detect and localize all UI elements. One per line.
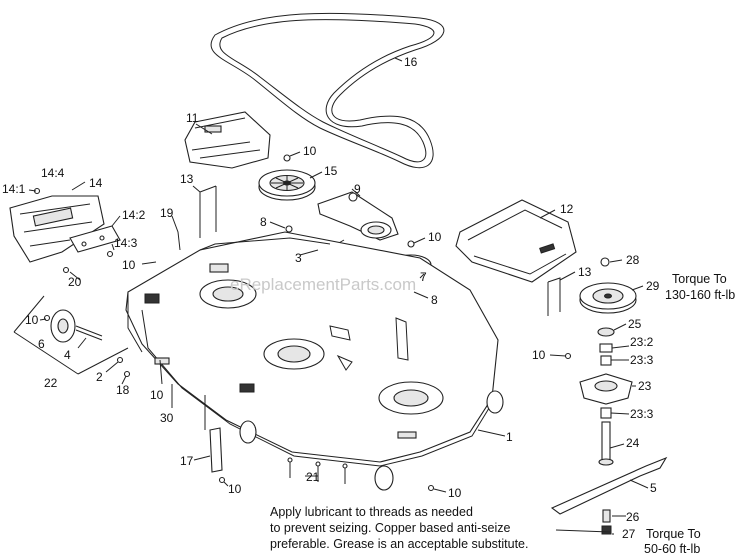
callout-14-3: 14:3 [114, 236, 138, 250]
leader-lines [28, 57, 649, 535]
callout-8: 8 [431, 293, 438, 307]
callout-10: 10 [303, 144, 317, 158]
deflector-part-14 [9, 195, 105, 263]
callout-10: 10 [428, 230, 442, 244]
nut-part-10g [218, 476, 226, 484]
callout-4: 4 [64, 348, 71, 362]
callout-16: 16 [404, 55, 418, 69]
callout-19: 19 [160, 206, 174, 220]
note-line3: preferable. Grease is an acceptable subs… [270, 537, 528, 551]
callout-29: 29 [646, 279, 660, 293]
callout-9: 9 [354, 182, 361, 196]
bracket-part-14-2 [69, 225, 121, 253]
washer-part-2 [116, 356, 124, 364]
callout-11: 11 [186, 111, 199, 125]
callout-10: 10 [448, 486, 462, 500]
callout-18: 18 [116, 383, 130, 397]
callout-14-2: 14:2 [122, 208, 146, 222]
callout-10: 10 [122, 258, 136, 272]
pin-part-14-3 [106, 250, 114, 258]
rod-part-13b [547, 277, 561, 316]
callout-17: 17 [180, 454, 194, 468]
callout-23-2: 23:2 [630, 335, 654, 349]
torque-top-line2: 130-160 ft-lb [665, 288, 735, 302]
callout-30: 30 [160, 411, 174, 425]
bearing-part-23-3a [600, 355, 612, 366]
note-line2: to prevent seizing. Copper based anti-se… [270, 521, 510, 535]
nut-part-10d [43, 314, 51, 322]
spindle-shaft-part-24 [598, 421, 614, 466]
bolts-part-21 [287, 457, 348, 484]
washer-part-25 [597, 327, 615, 337]
callout-7: 7 [420, 270, 427, 284]
callout-5: 5 [650, 481, 657, 495]
belt-part-16 [210, 12, 445, 169]
axle-part-4 [75, 325, 103, 341]
belt-cover-part-11 [184, 111, 271, 169]
bolt-part-18 [123, 370, 131, 378]
bracket-line-22 [13, 295, 129, 375]
callout-13: 13 [578, 265, 592, 279]
callout-27: 27 [622, 527, 636, 541]
nut-part-28 [600, 257, 610, 267]
callout-1: 1 [506, 430, 513, 444]
callout-13: 13 [180, 172, 194, 186]
lubricant-note: Apply lubricant to threads as needed to … [270, 505, 528, 551]
bushing-part-23-2 [599, 343, 613, 353]
callout-28: 28 [626, 253, 640, 267]
bolt-part-10b [407, 240, 415, 248]
callout-14: 14 [89, 176, 103, 190]
rod-part-13a [199, 185, 217, 238]
torque-bottom-line1: Torque To [646, 527, 701, 541]
nut-part-8a [285, 225, 293, 233]
callout-10: 10 [532, 348, 546, 362]
callout-21: 21 [306, 470, 320, 484]
wheel-part-6 [50, 309, 76, 343]
bearing-part-23-3b [600, 407, 612, 419]
callout-2: 2 [96, 370, 103, 384]
torque-spec-bottom: Torque To 50-60 ft-lb [644, 527, 701, 556]
callout-3: 3 [295, 251, 302, 265]
callout-8: 8 [260, 215, 267, 229]
callout-25: 25 [628, 317, 642, 331]
callout-26: 26 [626, 510, 640, 524]
nut-part-10h [427, 484, 435, 492]
callout-10: 10 [25, 313, 39, 327]
torque-bottom-line2: 50-60 ft-lb [644, 542, 700, 556]
callout-14-1: 14:1 [2, 182, 26, 196]
callout-labels: 16 11 10 15 9 13 8 3 10 7 8 12 13 28 29 … [2, 55, 660, 541]
mower-deck-part-1 [125, 231, 504, 491]
idler-arm-part-9 [317, 191, 399, 241]
bolt-part-27 [601, 525, 612, 535]
torque-top-line1: Torque To [672, 272, 727, 286]
washer-part-26 [602, 509, 611, 523]
bolt-part-10a [283, 154, 291, 162]
belt-cover-part-12 [455, 199, 577, 283]
callout-10: 10 [150, 388, 164, 402]
callout-22: 22 [44, 376, 58, 390]
bolt-part-10f [564, 352, 572, 360]
callout-6: 6 [38, 337, 45, 351]
bracket-part-17 [204, 395, 223, 473]
idler-pulley-part-15 [258, 169, 316, 201]
callout-23-3: 23:3 [630, 407, 654, 421]
torque-spec-top: Torque To 130-160 ft-lb [665, 272, 735, 302]
callout-23: 23 [638, 379, 652, 393]
pulley-part-29 [579, 282, 637, 314]
callout-12: 12 [560, 202, 574, 216]
blade-part-5 [550, 456, 668, 515]
callout-14-4: 14:4 [41, 166, 65, 180]
watermark-text: eReplacementParts.com [230, 275, 416, 294]
callout-15: 15 [324, 164, 338, 178]
note-line1: Apply lubricant to threads as needed [270, 505, 473, 519]
callout-24: 24 [626, 436, 640, 450]
spacer-part-20 [62, 266, 70, 274]
callout-20: 20 [68, 275, 82, 289]
callout-23-3: 23:3 [630, 353, 654, 367]
spindle-housing-part-23 [579, 373, 633, 405]
callout-10: 10 [228, 482, 242, 496]
